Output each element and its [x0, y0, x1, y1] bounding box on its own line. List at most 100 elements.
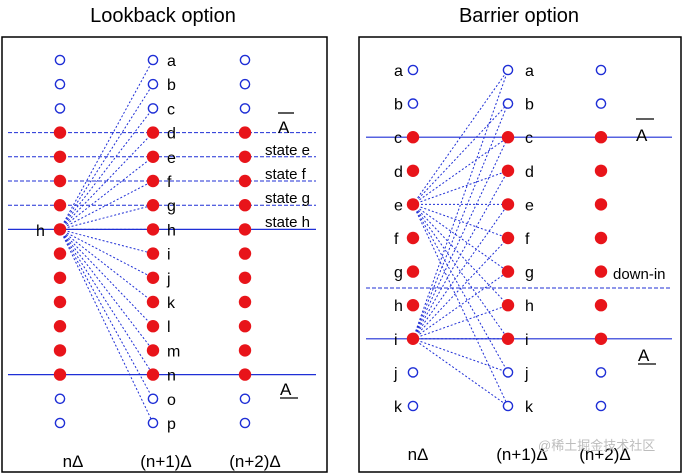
lookback-fan-line-12 [59, 229, 154, 351]
lookback-node-c2-8 [238, 247, 252, 260]
barrier-node-c2-10 [595, 400, 607, 412]
lookback-node-c0-12 [53, 344, 67, 357]
barrier-node-c1-1 [502, 98, 514, 109]
barrier-right-label-k: k [525, 399, 534, 416]
lookback-node-c0-2 [54, 103, 66, 114]
barrier-right-label-d: d [525, 164, 534, 181]
lookback-fan-line-10 [59, 229, 154, 303]
barrier-node-c2-1 [595, 98, 607, 109]
barrier-left-label-i: i [394, 332, 398, 349]
lookback-fan-line-14 [59, 229, 154, 400]
lookback-node-label-e: e [167, 150, 176, 167]
barrier-right-label-i: i [525, 332, 529, 349]
lookback-node-c1-14 [147, 393, 159, 405]
barrier-fan-4-3 [412, 170, 509, 205]
lookback-node-c2-12 [238, 344, 252, 357]
barrier-right-label-g: g [525, 265, 534, 282]
lookback-node-c1-3 [146, 126, 160, 139]
barrier-panel [358, 36, 682, 473]
lookback-title: Lookback option [90, 5, 236, 27]
barrier-right-label-a: a [525, 63, 534, 80]
lookback-node-label-m: m [167, 343, 180, 360]
lookback-node-label-o: o [167, 392, 176, 409]
barrier-node-c0-3 [406, 164, 420, 177]
lookback-node-label-l: l [167, 319, 171, 336]
lookback-transition-fan [59, 59, 154, 424]
barrier-upper-label: A [636, 126, 648, 145]
lookback-fan-line-2 [59, 108, 154, 230]
barrier-node-c1-5 [501, 231, 515, 245]
barrier-axis-n2: (n+2)Δ [579, 445, 631, 464]
lookback-node-label-b: b [167, 77, 176, 94]
barrier-node-c1-0 [502, 64, 514, 76]
lookback-fan-line-11 [59, 229, 154, 327]
lookback-node-c1-15 [147, 417, 159, 429]
barrier-node-c2-9 [595, 367, 607, 378]
barrier-node-c2-4 [594, 198, 608, 211]
barrier-node-c2-6 [594, 265, 608, 278]
lookback-node-c1-8 [146, 247, 160, 260]
barrier-node-c2-0 [595, 64, 607, 76]
barrier-axis-n: nΔ [408, 445, 429, 464]
lookback-node-c0-9 [53, 271, 67, 284]
lookback-node-label-i: i [167, 247, 171, 264]
lookback-node-c0-3 [53, 126, 67, 139]
lookback-node-c0-8 [53, 247, 67, 260]
state-h-label: state h [265, 214, 310, 231]
barrier-left-label-k: k [394, 399, 403, 416]
lookback-node-c2-2 [239, 103, 251, 114]
barrier-left-label-a: a [394, 63, 403, 80]
lookback-axis-n1: (n+1)Δ [140, 452, 192, 471]
barrier-fan-8-2 [412, 136, 509, 340]
barrier-node-c1-10 [502, 400, 514, 412]
barrier-fan-4-1 [412, 103, 509, 205]
lookback-node-c0-4 [53, 150, 67, 163]
lookback-node-c2-9 [238, 271, 252, 284]
lookback-node-c1-6 [146, 199, 160, 212]
lookback-node-c1-5 [146, 174, 160, 188]
lookback-node-label-k: k [167, 295, 176, 312]
barrier-node-c0-6 [406, 265, 420, 278]
barrier-node-c0-8 [406, 332, 420, 345]
lookback-node-c1-0 [147, 54, 159, 66]
barrier-right-label-j: j [524, 365, 529, 382]
barrier-left-label-f: f [394, 231, 399, 248]
barrier-fan-4-2 [412, 136, 509, 205]
barrier-right-label-f: f [525, 231, 530, 248]
barrier-left-label-d: d [394, 164, 403, 181]
barrier-node-c2-5 [594, 231, 608, 245]
state-f-label: state f [265, 166, 307, 183]
barrier-fan-8-3 [412, 170, 509, 340]
lookback-lower-barrier-label: A [280, 380, 292, 399]
barrier-transition-fan [412, 69, 509, 407]
state-g-label: state g [265, 190, 310, 207]
lookback-node-c1-2 [147, 103, 159, 114]
barrier-node-c1-3 [501, 164, 515, 177]
barrier-fan-8-1 [412, 103, 509, 339]
lookback-node-c0-0 [54, 54, 66, 66]
lookback-node-c0-6 [53, 199, 67, 212]
barrier-node-c0-0 [407, 64, 419, 76]
lookback-node-c0-1 [54, 78, 66, 90]
barrier-fan-8-5 [412, 237, 509, 340]
lookback-fan-line-4 [59, 156, 154, 230]
lookback-node-label-d: d [167, 126, 176, 143]
lookback-node-c0-15 [54, 417, 66, 429]
lookback-node-c0-5 [53, 174, 67, 188]
lookback-fan-line-6 [59, 204, 154, 230]
lookback-node-c2-11 [238, 320, 252, 333]
barrier-node-c1-6 [501, 265, 515, 278]
barrier-node-c2-2 [594, 131, 608, 144]
barrier-node-c1-4 [501, 198, 515, 211]
barrier-right-label-h: h [525, 298, 534, 315]
barrier-node-c1-7 [501, 299, 515, 312]
barrier-right-label-c: c [525, 130, 533, 147]
lookback-node-c2-4 [238, 150, 252, 163]
lookback-node-label-n: n [167, 368, 176, 385]
lookback-node-c2-15 [239, 417, 251, 429]
barrier-fan-4-5 [412, 203, 509, 239]
lookback-fan-line-9 [59, 228, 154, 279]
lookback-node-c2-3 [238, 126, 252, 139]
